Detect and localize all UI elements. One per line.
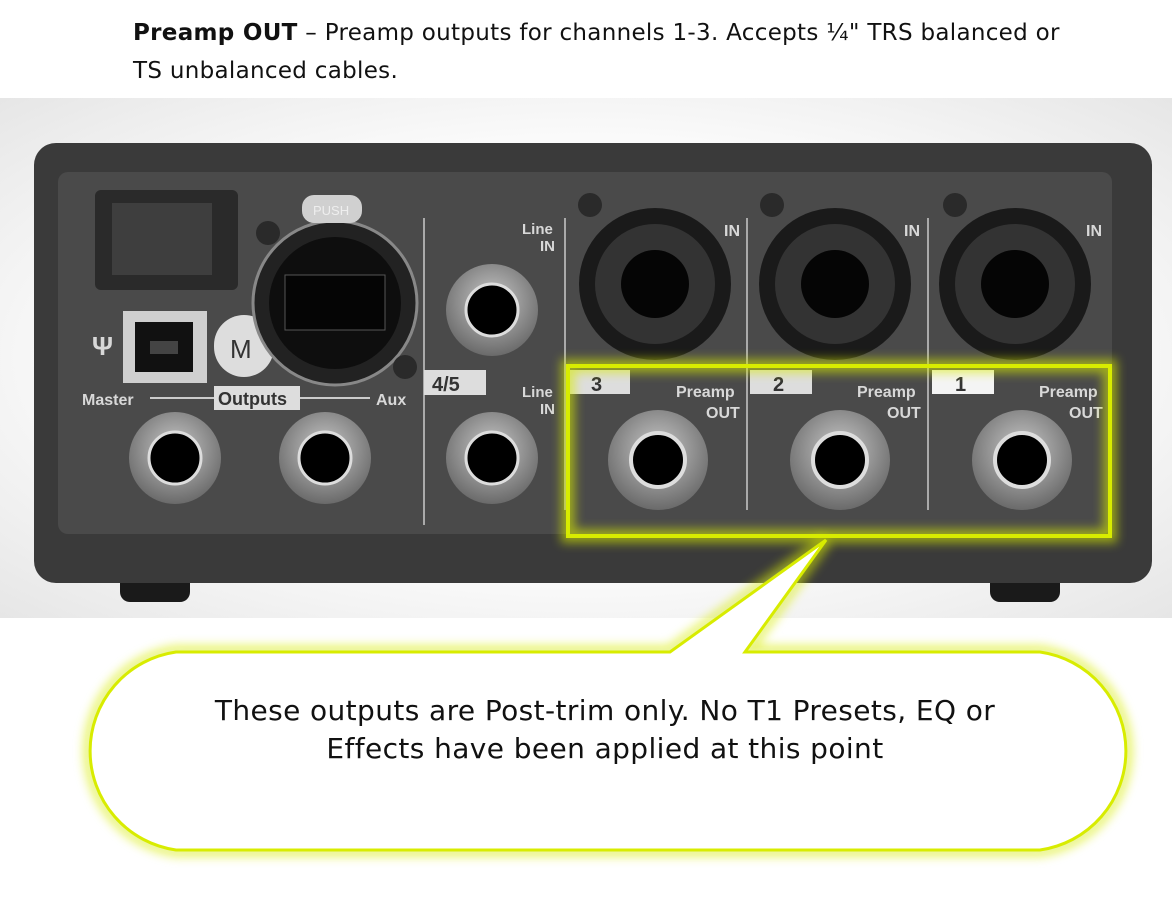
- channel-label: 1: [955, 374, 966, 396]
- push-label: PUSH: [313, 203, 349, 218]
- screw-icon: [578, 193, 602, 217]
- out-label: OUT: [1069, 405, 1103, 422]
- preamp-label: Preamp: [676, 384, 735, 401]
- in-label: IN: [1086, 223, 1102, 240]
- out-label: OUT: [706, 405, 740, 422]
- push-latch[interactable]: [302, 195, 362, 223]
- highlight-box: [566, 364, 1112, 538]
- line-label: Line: [522, 221, 553, 238]
- quarter-inch-jack-line-in-4[interactable]: [446, 264, 538, 356]
- usb-icon: Ψ: [92, 331, 113, 361]
- intro-paragraph: Preamp OUT – Preamp outputs for channels…: [133, 14, 1093, 90]
- brand-logo: M: [230, 334, 252, 364]
- preamp-out-jack-1[interactable]: [972, 410, 1072, 510]
- preamp-out-jack-3[interactable]: [608, 410, 708, 510]
- screw-icon: [760, 193, 784, 217]
- in-label: IN: [540, 401, 555, 418]
- in-label: IN: [724, 223, 740, 240]
- xlr-combo-input-1[interactable]: [939, 208, 1091, 360]
- screw-icon: [256, 221, 280, 245]
- in-label: IN: [540, 238, 555, 255]
- quarter-inch-jack-aux[interactable]: [279, 412, 371, 504]
- master-label: Master: [82, 392, 134, 409]
- channel-label: 3: [591, 374, 602, 396]
- quarter-inch-jack-line-in-5[interactable]: [446, 412, 538, 504]
- preamp-label: Preamp: [857, 384, 916, 401]
- preamp-out-jack-2[interactable]: [790, 410, 890, 510]
- intro-term: Preamp OUT: [133, 20, 298, 46]
- callout-bubble: [88, 538, 1128, 852]
- xlr-combo-input-2[interactable]: [759, 208, 911, 360]
- power-switch-rocker: [112, 203, 212, 275]
- quarter-inch-jack-master[interactable]: [129, 412, 221, 504]
- screw-icon: [943, 193, 967, 217]
- ch45-label: 4/5: [432, 374, 460, 396]
- outputs-label: Outputs: [218, 389, 287, 409]
- xlr-combo-input-3[interactable]: [579, 208, 731, 360]
- callout-text: These outputs are Post-trim only. No T1 …: [214, 694, 996, 765]
- intro-description: – Preamp outputs for channels 1-3. Accep…: [133, 20, 1060, 84]
- line-label: Line: [522, 384, 553, 401]
- channel-label: 2: [773, 374, 784, 396]
- out-label: OUT: [887, 405, 921, 422]
- in-label: IN: [904, 223, 920, 240]
- aux-label: Aux: [376, 392, 406, 409]
- preamp-label: Preamp: [1039, 384, 1098, 401]
- screw-icon: [393, 355, 417, 379]
